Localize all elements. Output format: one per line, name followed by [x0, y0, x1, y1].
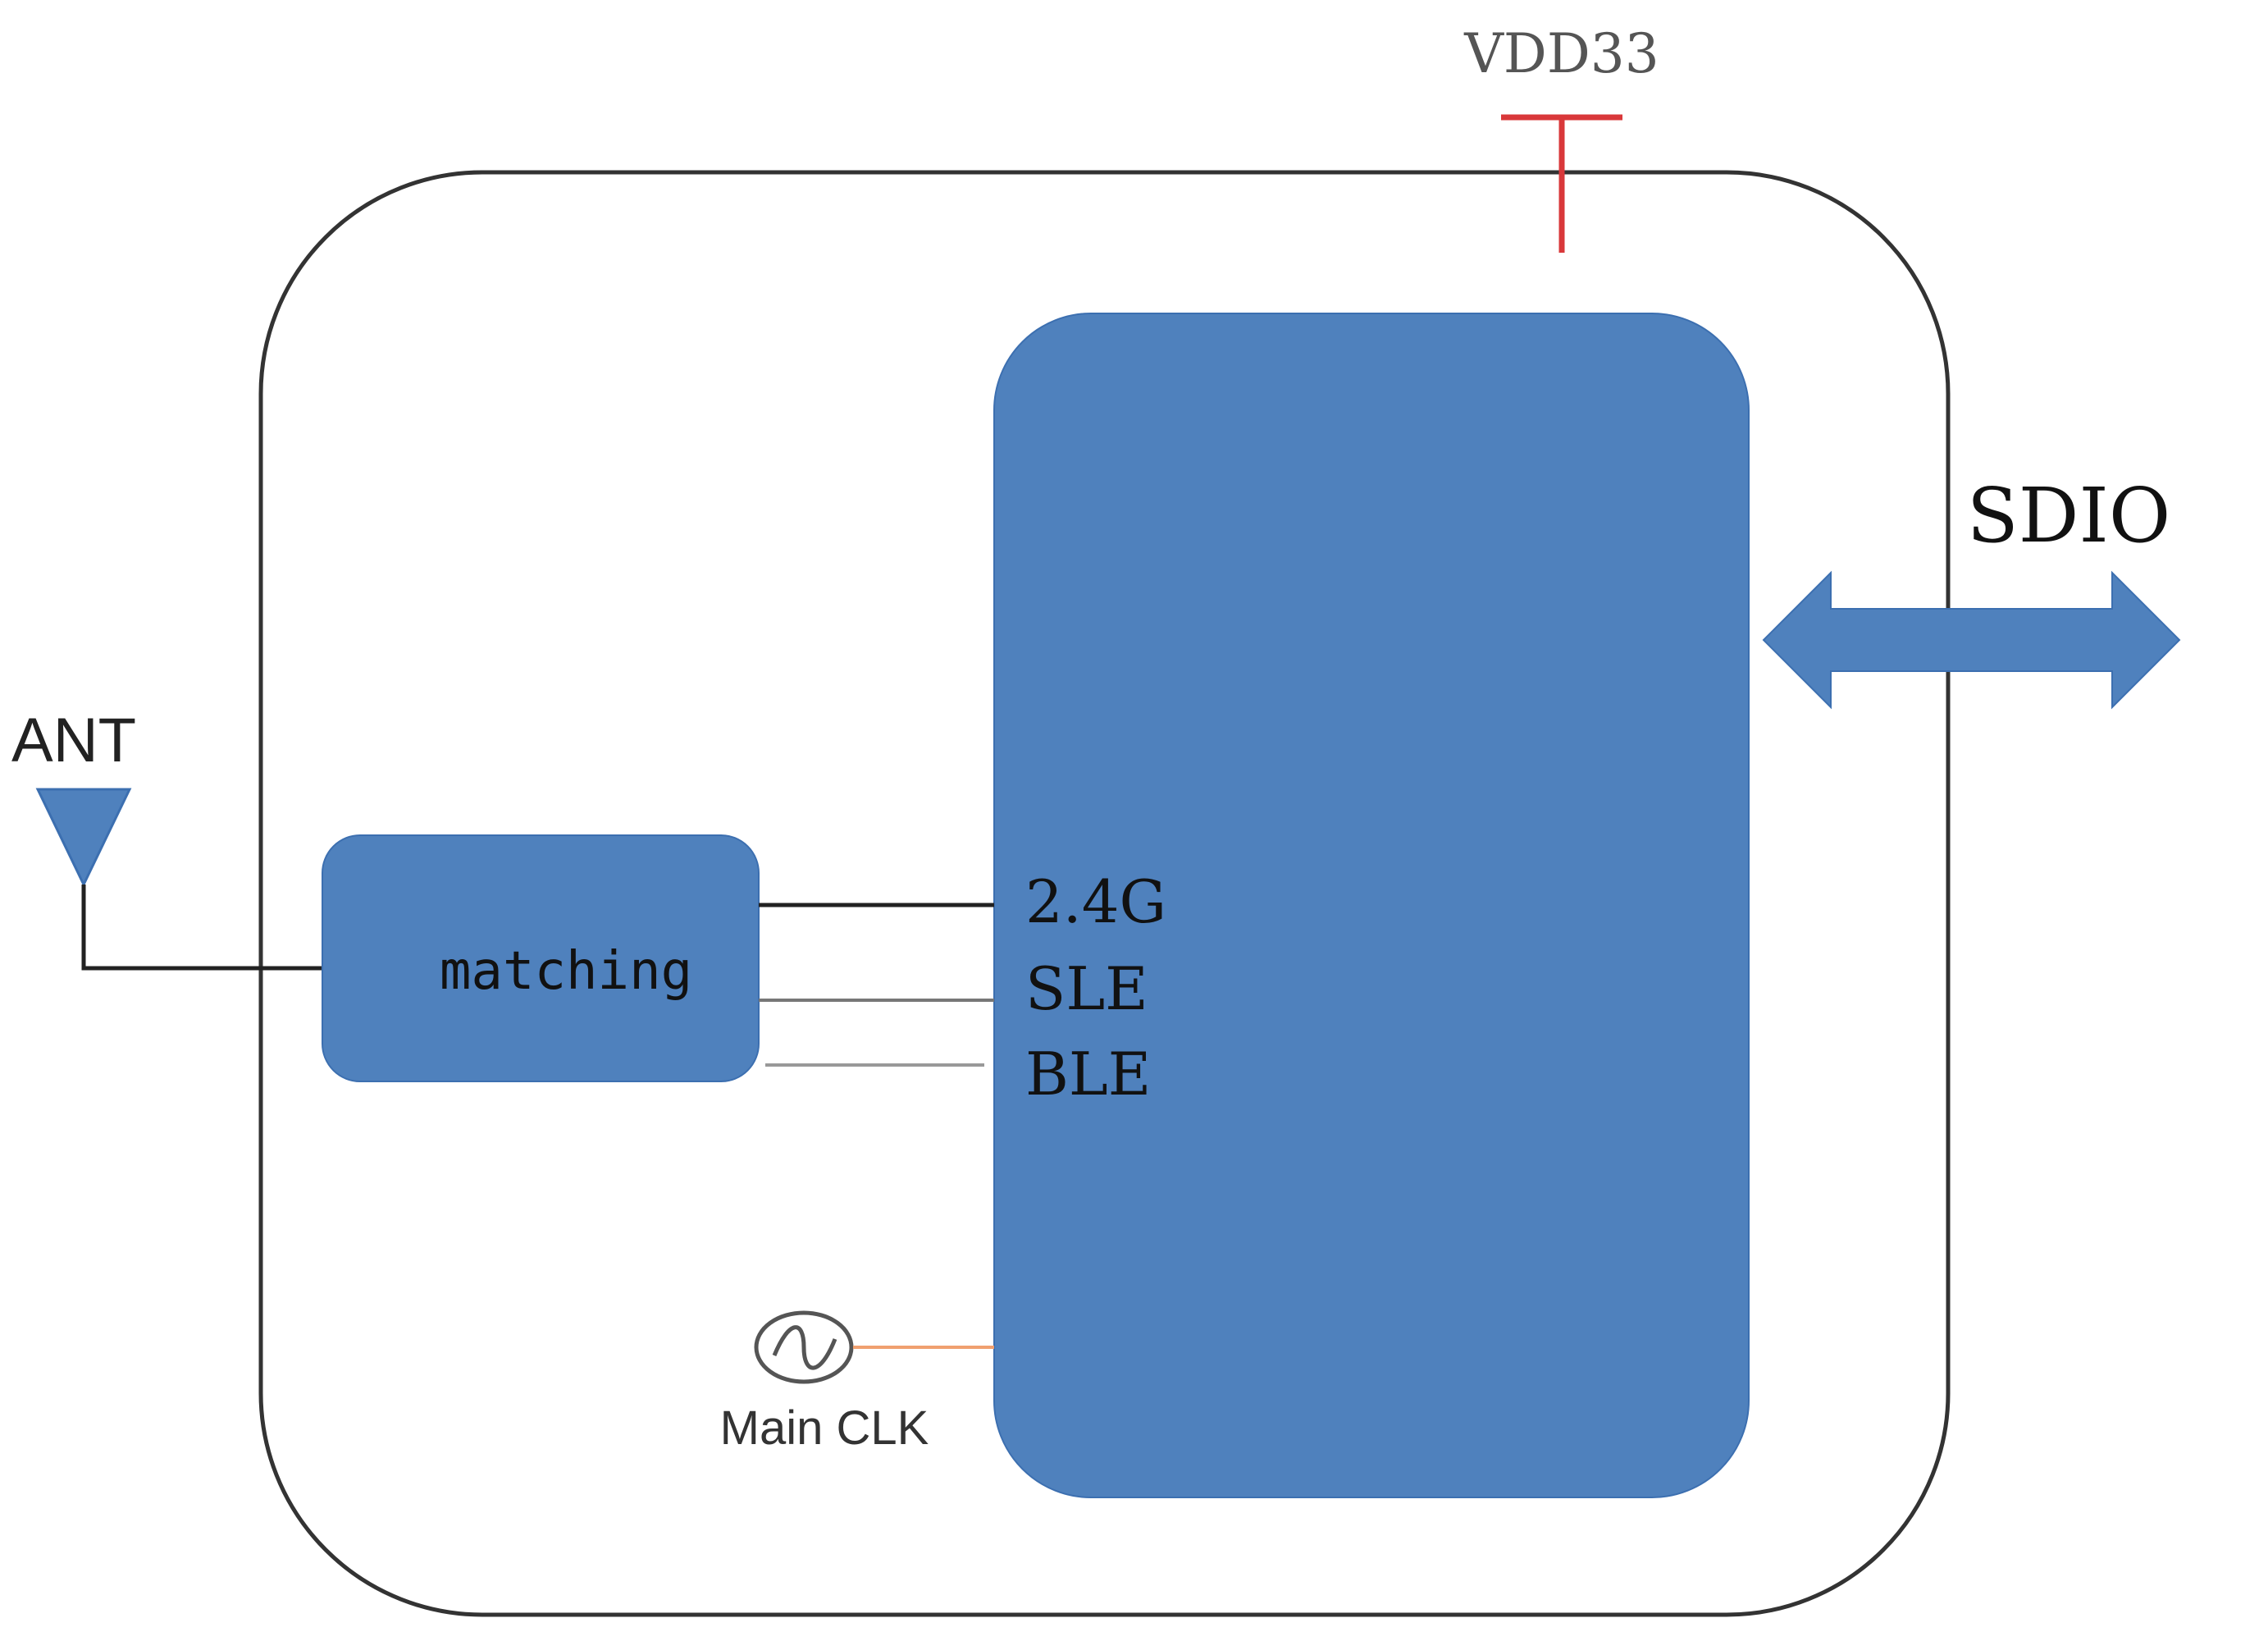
- channel-label-24g: 2.4G: [1025, 867, 1166, 936]
- main-clk-label: Main CLK: [720, 1401, 929, 1455]
- vdd-label: VDD33: [1463, 22, 1659, 85]
- antenna-feed-line: [81, 884, 328, 971]
- channel-label-sle: SLE: [1025, 954, 1148, 1023]
- module-outline: [258, 170, 1951, 1617]
- sdio-double-arrow-icon[interactable]: [1762, 570, 2181, 710]
- vdd-power-symbol: [1501, 114, 1622, 253]
- antenna-triangle-icon: [35, 788, 132, 888]
- channel-label-ble: BLE: [1025, 1040, 1151, 1108]
- ant-label: ANT: [11, 706, 136, 775]
- oscillator-sine-icon: [754, 1310, 854, 1384]
- sdio-label: SDIO: [1967, 472, 2171, 560]
- matching-label: matching: [440, 941, 692, 1002]
- matching-block: [322, 834, 760, 1082]
